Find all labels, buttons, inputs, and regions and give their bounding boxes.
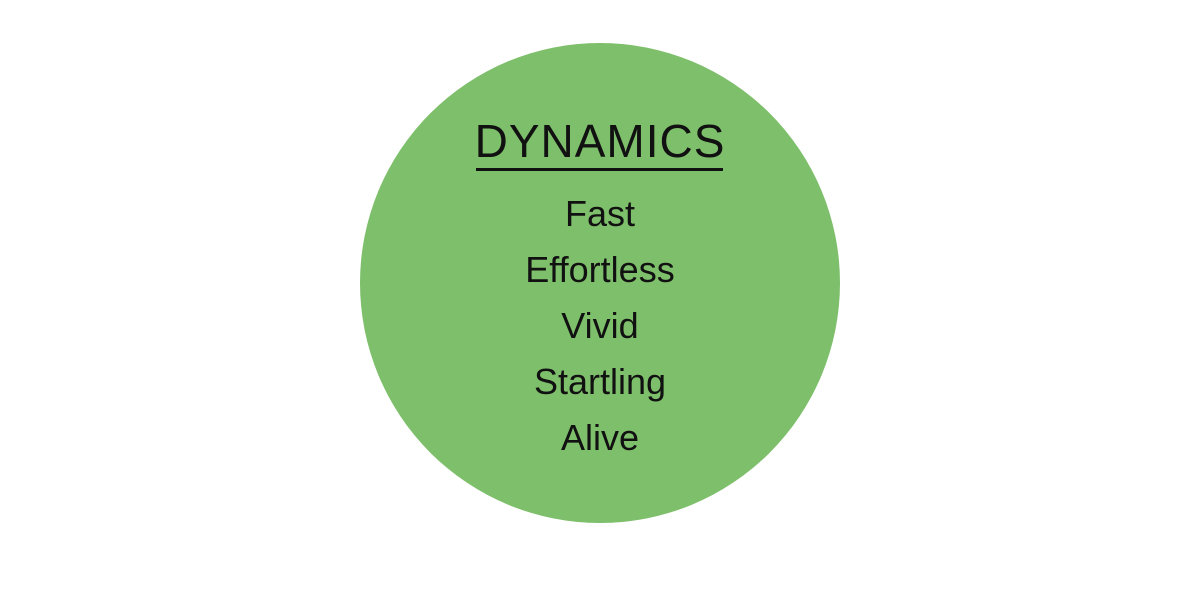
list-item: Alive bbox=[560, 417, 640, 458]
item-list: Fast Effortless Vivid Startling Alive bbox=[0, 186, 1200, 466]
diagram-title: DYNAMICS bbox=[474, 115, 726, 167]
title-underline bbox=[476, 168, 723, 171]
list-item: Vivid bbox=[561, 305, 639, 346]
green-circle bbox=[360, 43, 840, 523]
list-item: Fast bbox=[564, 193, 635, 234]
list-item: Startling bbox=[533, 361, 667, 402]
list-item: Effortless bbox=[525, 249, 675, 290]
